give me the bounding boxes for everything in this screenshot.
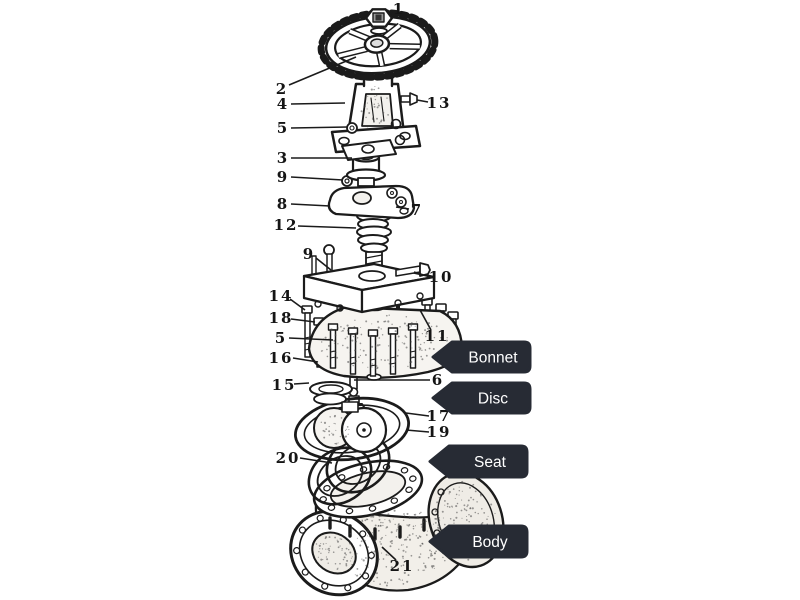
leader-line <box>419 309 432 331</box>
leader-line <box>315 257 332 271</box>
leader-line <box>290 203 331 207</box>
label-arrow-shape <box>428 524 529 559</box>
callout-number-19: 19 <box>427 423 452 441</box>
callout-number-5: 5 <box>277 119 289 137</box>
handwheel-nut-part <box>364 8 394 35</box>
callout-number-20: 20 <box>276 449 301 467</box>
callout-number-16: 16 <box>269 349 294 367</box>
stem-and-yoke-sleeve-part <box>302 202 436 314</box>
label-arrow-shape <box>431 381 532 415</box>
yoke-part <box>330 59 422 161</box>
callout-number-6: 6 <box>432 371 444 389</box>
label-arrow-shape <box>431 340 532 374</box>
part-label-body[interactable]: Body <box>428 524 529 559</box>
leader-line <box>293 382 310 385</box>
leader-line <box>290 102 346 105</box>
leader-line <box>292 357 319 363</box>
stem-bushing-part <box>345 151 387 187</box>
callout-number-5: 5 <box>275 329 287 347</box>
callout-number-7: 7 <box>411 201 423 219</box>
leader-line <box>297 225 357 229</box>
stem-collar-part <box>309 376 359 413</box>
callout-number-14: 14 <box>269 287 294 305</box>
leader-line <box>388 11 393 16</box>
part-label-disc[interactable]: Disc <box>431 381 532 415</box>
callout-number-18: 18 <box>269 309 294 327</box>
callout-number-3: 3 <box>277 149 289 167</box>
part-label-bonnet[interactable]: Bonnet <box>431 340 532 374</box>
callout-number-10: 10 <box>429 268 454 286</box>
callout-number-4: 4 <box>277 95 289 113</box>
callout-number-8: 8 <box>277 195 289 213</box>
handwheel-part <box>317 8 439 81</box>
label-text: Seat <box>474 454 507 471</box>
body-left-flange <box>289 509 379 597</box>
leader-line <box>381 546 397 561</box>
leader-line <box>290 176 344 181</box>
label-arrow-shape <box>428 444 529 479</box>
part-label-seat[interactable]: Seat <box>428 444 529 479</box>
callout-number-11: 11 <box>425 327 450 345</box>
leader-line <box>288 56 357 86</box>
leader-line <box>413 271 431 278</box>
callout-number-21: 21 <box>390 557 415 575</box>
label-text: Body <box>472 534 508 551</box>
callout-number-15: 15 <box>272 376 297 394</box>
callout-number-9: 9 <box>277 168 289 186</box>
leader-line <box>405 429 430 433</box>
callout-number-9: 9 <box>303 245 315 263</box>
leader-line <box>395 206 410 210</box>
callout-number-13: 13 <box>427 94 452 112</box>
leader-line <box>288 337 334 341</box>
leader-line <box>416 99 429 103</box>
label-text: Disc <box>478 391 508 408</box>
callout-number-1: 1 <box>393 0 405 18</box>
leader-line <box>299 457 333 464</box>
gland-plate-part <box>327 175 416 220</box>
leader-line <box>289 298 306 311</box>
leader-line <box>405 412 430 417</box>
callout-number-17: 17 <box>427 407 452 425</box>
leader-line <box>290 126 349 129</box>
callout-number-12: 12 <box>274 216 299 234</box>
label-text: Bonnet <box>468 350 518 367</box>
callout-number-2: 2 <box>276 80 288 98</box>
leader-line <box>290 318 316 323</box>
